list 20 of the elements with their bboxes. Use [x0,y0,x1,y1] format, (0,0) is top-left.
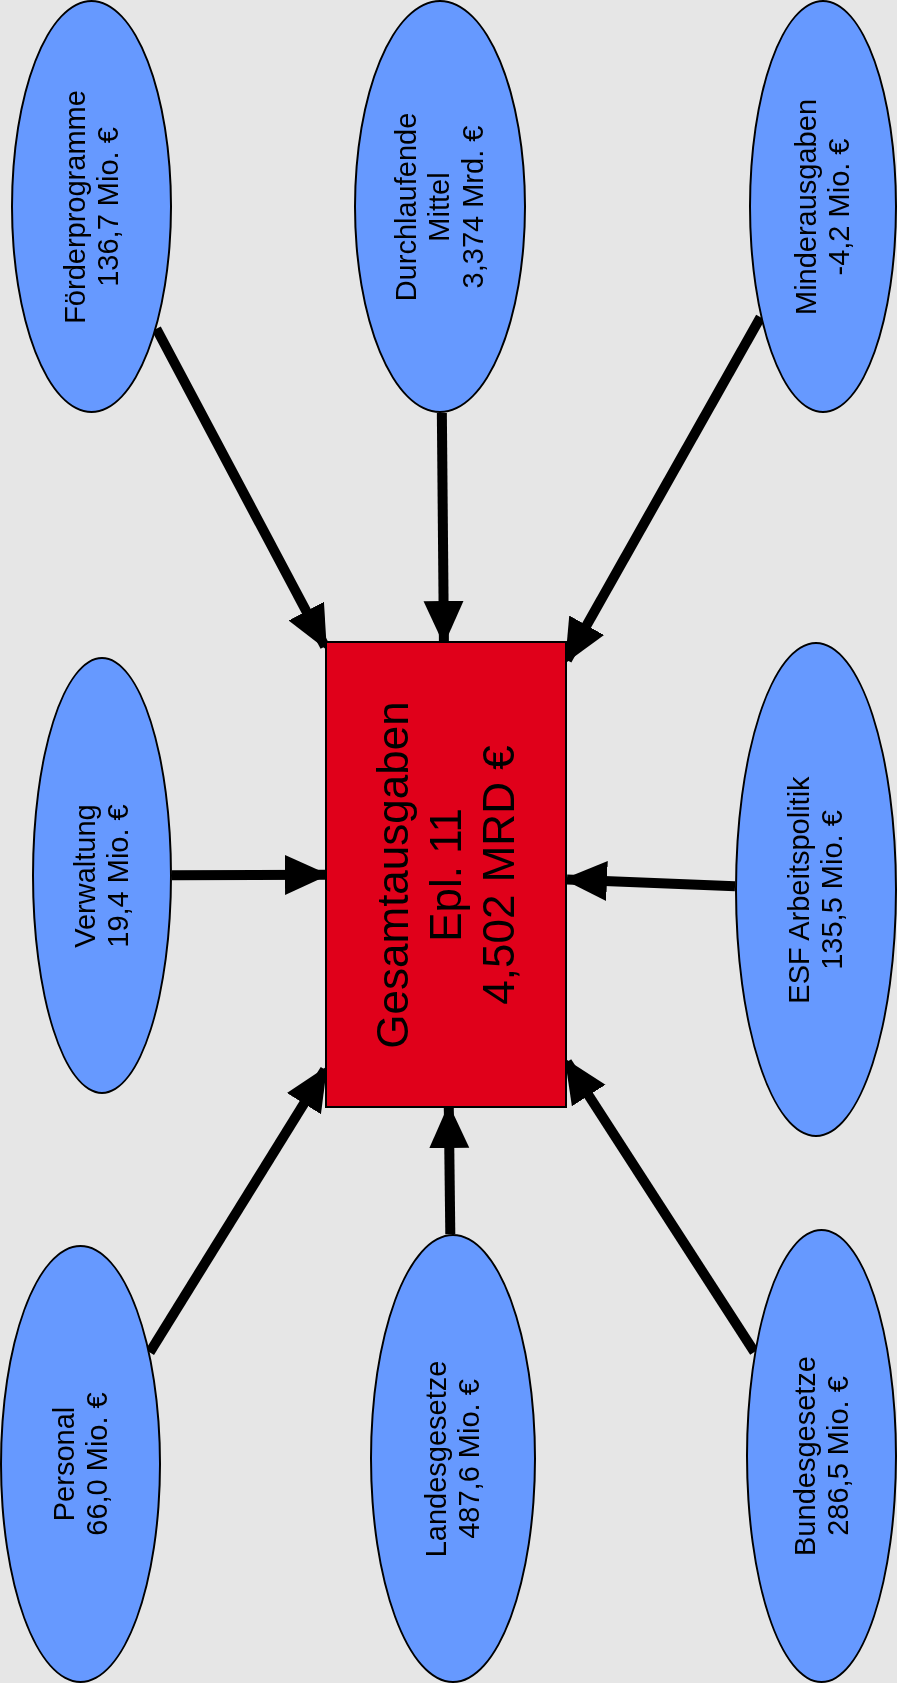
amount-text: 19,4 Mio. € [102,803,135,948]
category-name: Durchlaufende Mittel [390,111,457,303]
amount-text: 3,374 Mrd. € [456,125,490,288]
amount-text: 66,0 Mio. € [80,1392,114,1536]
amount-text: 135,5 Mio. € [816,809,849,970]
amount-text: Epl. 11 [419,807,471,942]
category-name: Bundesgesetze [788,1356,822,1556]
category-name: Landesgesetze [419,1360,453,1557]
category-name: Gesamtausgaben [366,700,418,1049]
amount-text: -4,2 Mio. € [823,138,856,275]
category-name: Minderausgaben [789,98,823,315]
category-name: Personal [47,1406,81,1522]
amount-text: 4,502 MRD € [472,744,524,1005]
total-box [325,641,567,1108]
amount-text: 487,6 Mio. € [453,1378,486,1539]
category-name: Verwaltung [68,803,102,948]
category-name: ESF Arbeitspolitik [782,775,816,1004]
amount-text: 286,5 Mio. € [821,1376,855,1536]
amount-text: 136,7 Mio. € [91,126,125,287]
category-name: Förderprogramme [58,89,92,324]
